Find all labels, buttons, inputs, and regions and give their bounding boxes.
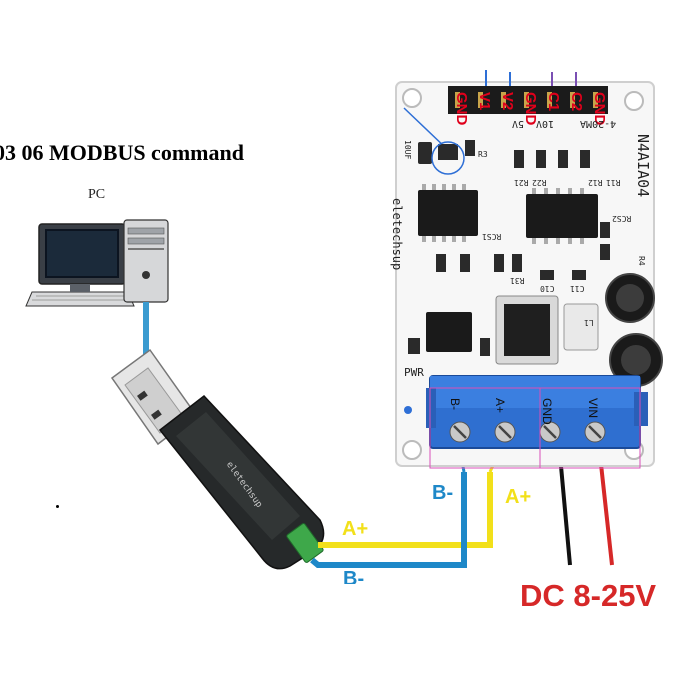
pc-label: PC <box>88 187 106 202</box>
terminal-label-a-plus: A+ <box>493 398 507 414</box>
board-brand: eletechsup <box>390 198 404 271</box>
terminal-label-gnd: GND <box>540 398 554 425</box>
wire-a-plus <box>318 472 493 548</box>
power-supply-label: DC 8-25V <box>520 578 657 613</box>
board-b-minus-label: B- <box>432 482 454 504</box>
board-model: N4AIA04 <box>634 134 652 198</box>
usb-rs485-adapter <box>110 348 325 570</box>
silk-c11: C11 <box>570 284 585 293</box>
wire-b-minus <box>310 472 467 568</box>
adapter-b-minus-label: B- <box>343 568 365 584</box>
silk-rcs2: RCS2 <box>612 214 632 223</box>
silk-r12: R12 <box>588 178 603 187</box>
silk-c10: C10 <box>540 284 555 293</box>
silk-10uf: 10UF <box>403 140 412 160</box>
silk-r3: R3 <box>478 150 488 159</box>
silk-r11: R11 <box>606 178 621 187</box>
header-pin-c1: C1 <box>545 92 562 112</box>
n4aia04-board <box>395 70 663 469</box>
adapter-a-plus-label: A+ <box>342 518 369 540</box>
silk-rcs1: RCS1 <box>482 232 502 241</box>
header-pin-c2: C2 <box>568 92 585 112</box>
header-pin-gnd-1: GND <box>453 92 470 126</box>
stray-dot <box>56 505 59 508</box>
pc-icon <box>25 219 169 307</box>
wire-gnd <box>558 454 572 566</box>
wire-vin <box>598 454 614 566</box>
range-label-4-20ma: 4-20MA <box>580 118 617 129</box>
terminal-label-vin: VIN <box>586 398 600 419</box>
range-label-5v: 5V <box>512 118 525 129</box>
silk-r31: R31 <box>510 276 525 285</box>
terminal-label-b-minus: B- <box>448 398 462 410</box>
silk-r22: R22 <box>532 178 547 187</box>
silk-r4: R4 <box>637 256 646 266</box>
range-label-10v: 10V <box>536 118 555 129</box>
header-pin-v2: V2 <box>499 92 516 111</box>
pwr-label: PWR <box>404 366 424 379</box>
diagram-title: 03 06 MODBUS command <box>0 140 244 165</box>
silk-l1: L1 <box>584 318 594 327</box>
header-pin-v1: V1 <box>476 92 493 111</box>
board-a-plus-label: A+ <box>505 486 532 508</box>
silk-r21: R21 <box>514 178 529 187</box>
